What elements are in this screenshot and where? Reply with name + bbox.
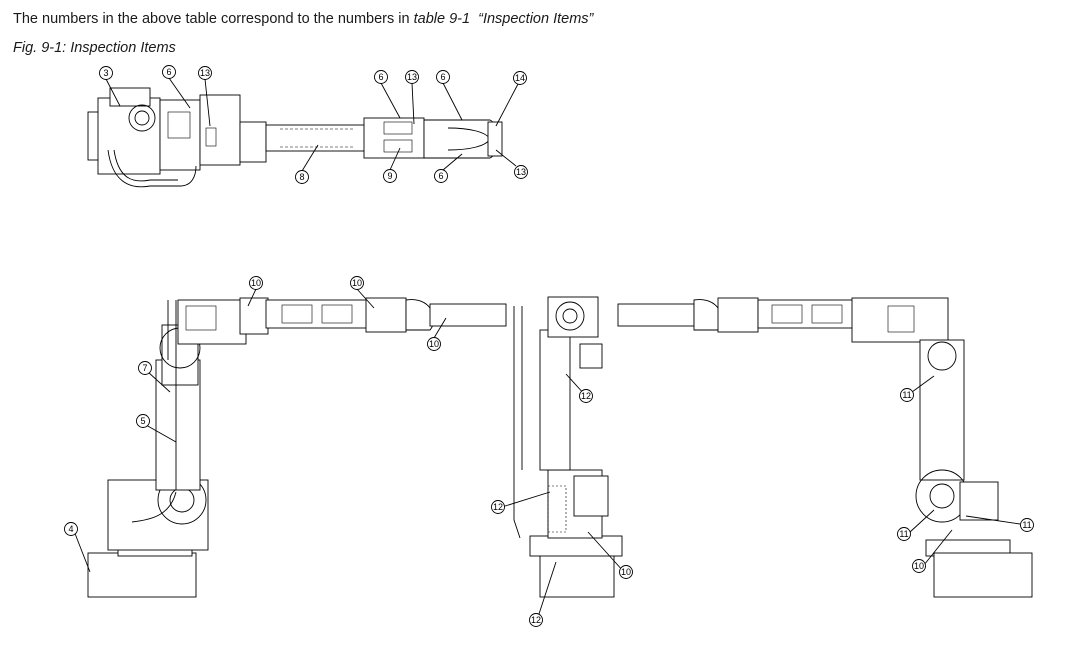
svg-text:14: 14	[515, 73, 525, 83]
svg-text:13: 13	[407, 72, 417, 82]
table-reference: table 9-1	[413, 11, 471, 27]
svg-text:10: 10	[352, 278, 362, 288]
svg-text:7: 7	[142, 363, 147, 373]
svg-text:11: 11	[899, 529, 908, 539]
callout-11: 11	[1020, 518, 1034, 532]
callout-10: 10	[619, 565, 633, 579]
svg-text:3: 3	[103, 68, 108, 78]
svg-text:5: 5	[140, 416, 145, 426]
svg-text:6: 6	[438, 171, 443, 181]
callout-11: 11	[900, 388, 914, 402]
svg-text:13: 13	[516, 167, 526, 177]
callout-12: 12	[529, 613, 543, 627]
middle-view-robot	[513, 296, 623, 598]
callout-13: 13	[198, 66, 212, 80]
callout-7: 7	[138, 361, 152, 375]
callout-12: 12	[579, 389, 593, 403]
svg-text:6: 6	[440, 72, 445, 82]
svg-text:10: 10	[621, 567, 631, 577]
callout-6: 6	[436, 70, 450, 84]
svg-text:13: 13	[200, 68, 210, 78]
right-view-leaders	[909, 375, 1021, 566]
svg-text:8: 8	[299, 172, 304, 182]
callout-5: 5	[136, 414, 150, 428]
callout-10: 10	[249, 276, 263, 290]
top-view-leaders	[105, 77, 519, 172]
svg-text:11: 11	[902, 390, 911, 400]
callout-9: 9	[383, 169, 397, 183]
top-view-robot	[87, 87, 503, 188]
svg-text:6: 6	[166, 67, 171, 77]
left-view-robot	[87, 297, 507, 598]
intro-text: The numbers in the above table correspon…	[13, 11, 414, 27]
callout-11: 11	[897, 527, 911, 541]
callout-3: 3	[99, 66, 113, 80]
callout-12: 12	[491, 500, 505, 514]
callout-10: 10	[427, 337, 441, 351]
callout-6: 6	[434, 169, 448, 183]
callout-13: 13	[405, 70, 419, 84]
right-view-robot	[617, 297, 1033, 598]
svg-text:10: 10	[429, 339, 439, 349]
callout-8: 8	[295, 170, 309, 184]
svg-text:12: 12	[493, 502, 503, 512]
callout-4: 4	[64, 522, 78, 536]
callout-10: 10	[350, 276, 364, 290]
left-view-leaders	[73, 288, 447, 573]
svg-text:12: 12	[581, 391, 591, 401]
svg-text:4: 4	[68, 524, 73, 534]
table-title-quote: “Inspection Items”	[478, 11, 594, 27]
callout-6: 6	[374, 70, 388, 84]
svg-text:10: 10	[914, 561, 924, 571]
callout-13: 13	[514, 165, 528, 179]
callout-6: 6	[162, 65, 176, 79]
figure-caption: Fig. 9-1: Inspection Items	[13, 40, 176, 56]
svg-text:11: 11	[1022, 520, 1031, 530]
callout-14: 14	[513, 71, 527, 85]
svg-text:6: 6	[378, 72, 383, 82]
svg-text:9: 9	[387, 171, 392, 181]
callout-10: 10	[912, 559, 926, 573]
svg-text:10: 10	[251, 278, 261, 288]
svg-text:12: 12	[531, 615, 541, 625]
intro-sentence: The numbers in the above table correspon…	[13, 11, 593, 27]
